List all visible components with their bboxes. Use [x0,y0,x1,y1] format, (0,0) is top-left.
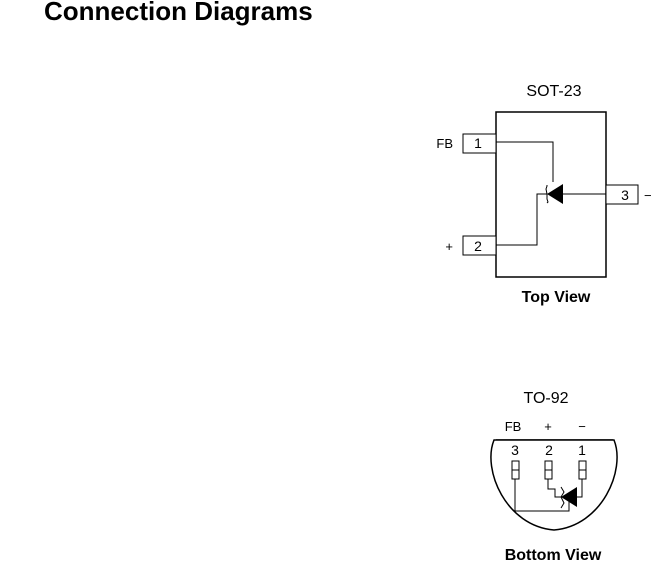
sot23-pin1-signal: FB [436,136,453,151]
sot23-pin2-number: 2 [474,238,482,254]
sot23-package-label: SOT-23 [526,83,581,100]
sot23-pin1-box [462,133,497,154]
sot23-pin3-number: 3 [621,187,629,203]
to92-pin3-signal: FB [505,419,522,434]
page-heading: Connection Diagrams [44,0,313,26]
to92-pin2-number: 2 [545,442,553,458]
sot23-pin2-signal: + [445,239,453,254]
to92-package-label: TO-92 [523,390,568,407]
to92-diode-symbol [561,487,577,507]
sot23-pin1-number: 1 [474,135,482,151]
sot23-pin3-signal: − [644,188,652,203]
to92-pin1-number: 1 [578,442,586,458]
to92-internal-wiring [514,479,583,512]
sot23-diode-symbol [547,184,563,204]
to92-diagram: TO-92 FB + − 3 2 1 Bottom View [490,390,618,564]
to92-pin3-number: 3 [511,442,519,458]
to92-pin2-signal: + [544,419,552,434]
to92-view-label: Bottom View [505,547,602,564]
to92-pin1-signal: − [578,419,586,434]
sot23-diagram: SOT-23 1 FB 2 + 3 − Top View [436,83,651,306]
to92-pin-leads [511,460,587,480]
sot23-internal-wiring [496,141,606,246]
to92-package-body [490,439,618,531]
sot23-view-label: Top View [522,289,591,306]
